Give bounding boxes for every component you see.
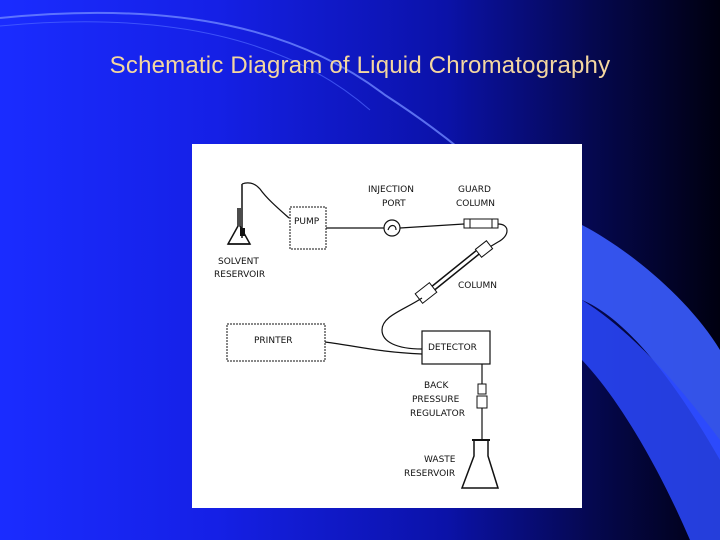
column-to-detector-tube: [381, 297, 423, 350]
injection-port-label-line1: INJECTION: [368, 185, 414, 195]
diagram-panel: SOLVENT RESERVOIR PUMP INJECTION PORT GU…: [192, 144, 582, 508]
solvent-reservoir-label-line2: RESERVOIR: [214, 270, 265, 280]
lc-schematic: SOLVENT RESERVOIR PUMP INJECTION PORT GU…: [214, 182, 508, 489]
injection-to-guard-tube: [399, 223, 465, 229]
slide-title: Schematic Diagram of Liquid Chromatograp…: [109, 52, 611, 79]
pump-label: PUMP: [294, 217, 320, 227]
waste-reservoir-label-line2: RESERVOIR: [404, 469, 455, 479]
solvent-inlet-tube: [241, 182, 290, 219]
pump-box: [289, 206, 327, 250]
printer-label: PRINTER: [254, 336, 293, 346]
injection-port-valve: [383, 219, 401, 237]
guard-to-column-tube: [487, 223, 508, 249]
guard-column-label-line1: GUARD: [458, 185, 491, 195]
solvent-reservoir-flask: [226, 184, 252, 245]
injection-port-label-line2: PORT: [382, 199, 406, 209]
detector-label: DETECTOR: [428, 343, 477, 353]
back-pressure-label-line3: REGULATOR: [410, 409, 465, 419]
waste-reservoir-flask: [460, 439, 500, 489]
back-pressure-regulator: [476, 383, 488, 440]
analytical-column: [414, 240, 494, 304]
guard-column-label-line2: COLUMN: [456, 199, 495, 209]
back-pressure-label-line1: BACK: [424, 381, 449, 391]
back-pressure-label-line2: PRESSURE: [412, 395, 460, 405]
detector-box: [421, 330, 491, 365]
printer-box: [226, 323, 326, 362]
solvent-reservoir-label-line1: SOLVENT: [218, 257, 259, 267]
guard-column-cartridge: [463, 218, 499, 229]
detector-signal-cable: [324, 341, 423, 355]
waste-reservoir-label-line1: WASTE: [424, 455, 456, 465]
column-label: COLUMN: [458, 281, 497, 291]
